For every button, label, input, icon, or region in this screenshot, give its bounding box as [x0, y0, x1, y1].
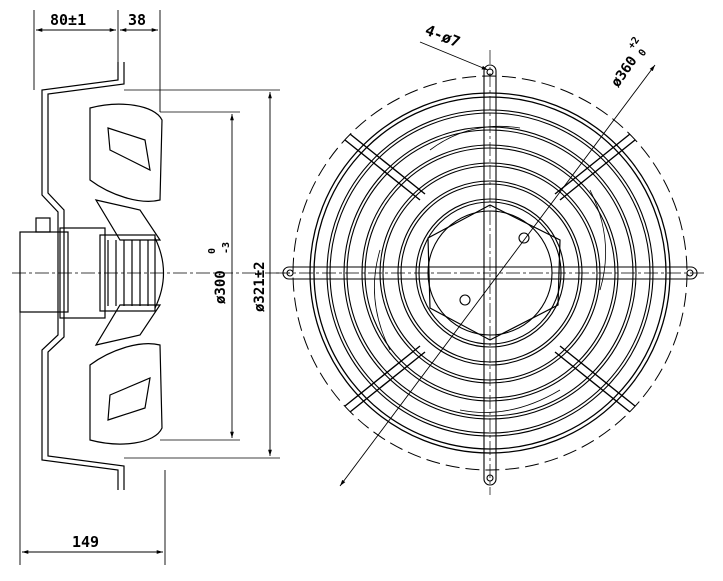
motor-plate	[427, 204, 561, 341]
dim-flange-offset: 80±1	[50, 11, 86, 29]
dim-guard-diameter: ø321±2	[252, 261, 268, 312]
dim-blade-diameter: ø300	[213, 270, 229, 304]
side-view	[12, 62, 290, 490]
motor-body	[19, 231, 69, 313]
dim-overall-depth: 149	[72, 533, 99, 551]
lower-blade	[89, 343, 163, 445]
dimension-lines	[19, 10, 272, 565]
front-view	[276, 50, 705, 495]
dim-flange-width: 38	[128, 11, 146, 29]
dim-mount-holes: 4-ø7	[423, 21, 463, 51]
blade-diameter-main: ø300	[213, 270, 229, 304]
blade-diameter-tol-upper: 0	[207, 248, 218, 254]
blade-diameter-tol-lower: -3	[221, 242, 232, 254]
upper-blade	[89, 103, 163, 202]
leader-lines	[339, 41, 656, 487]
bolt-circle-tol-lower: 0	[637, 47, 649, 58]
dim-bolt-circle: ø360	[608, 53, 640, 90]
mounting-bracket	[41, 62, 119, 490]
